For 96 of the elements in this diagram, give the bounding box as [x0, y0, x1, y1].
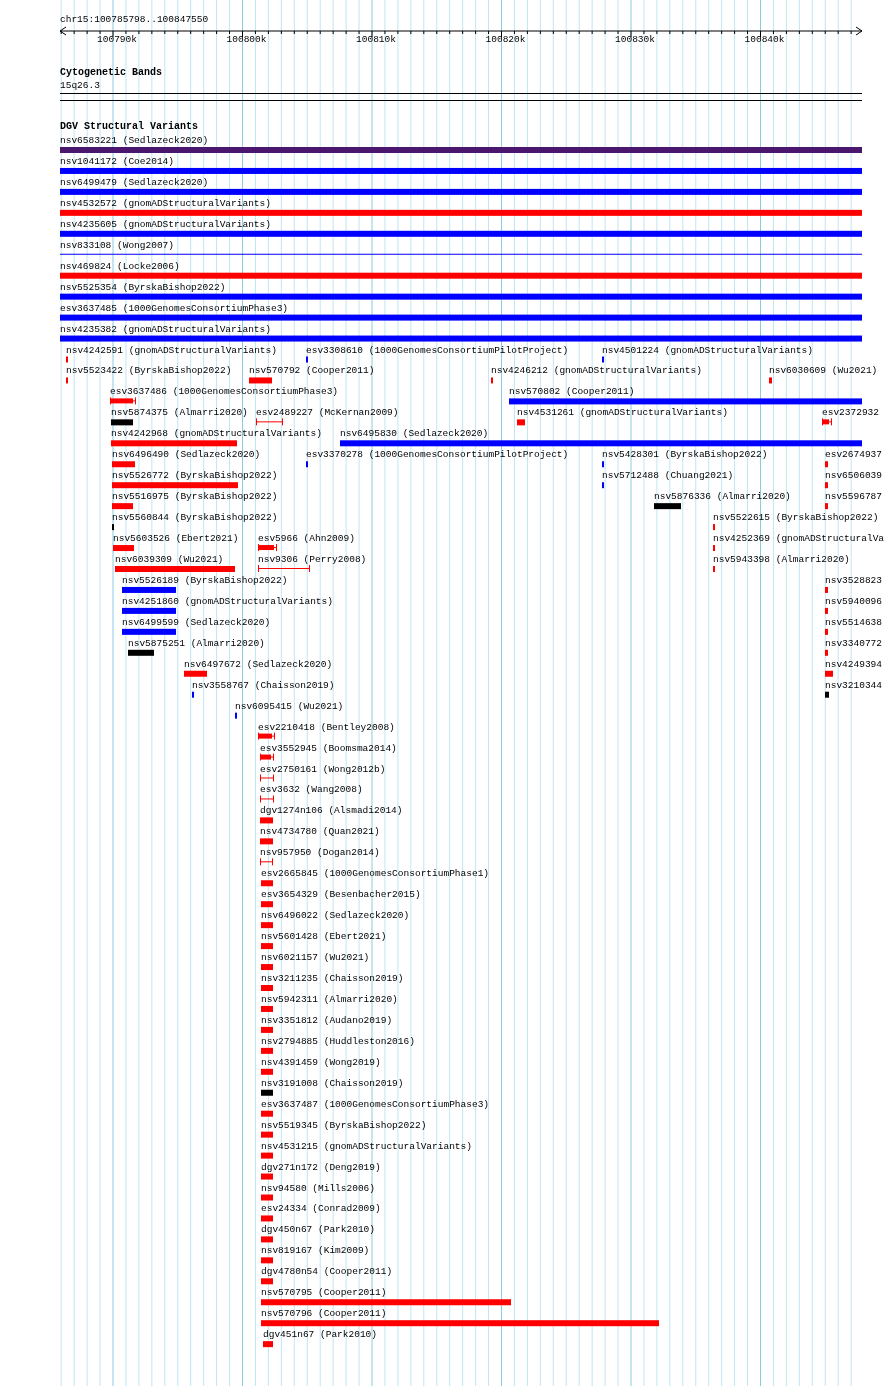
variant-label: nsv6583221 (Sedlazeck2020) [60, 135, 209, 146]
variant-label: nsv5526189 (ByrskaBishop2022) [122, 574, 288, 586]
variant-label: nsv6496490 (Sedlazeck2020) [112, 449, 261, 461]
variant-label: nsv819167 (Kim2009) [261, 1245, 370, 1257]
variant-label: nsv4532572 (gnomADStructuralVariants) [60, 197, 271, 209]
variant-label: nsv5516975 (ByrskaBishop2022) [112, 491, 278, 503]
variant-label: nsv5712488 (Chuang2021) [602, 470, 734, 482]
variant-label: nsv4242968 (gnomADStructuralVariants) [111, 428, 322, 440]
variant-label: nsv5525354 (ByrskaBishop2022) [60, 281, 226, 293]
variant-label: dgv271n172 (Deng2019) [261, 1161, 381, 1173]
variant-label: esv3632 (Wang2008) [260, 784, 363, 796]
variant-label: nsv4501224 (gnomADStructuralVariants) [602, 344, 813, 356]
variant-label: esv2489227 (McKernan2009) [256, 407, 399, 419]
variant-label: nsv5601428 (Ebert2021) [261, 931, 387, 943]
variant-label: nsv5522615 (ByrskaBishop2022) [713, 512, 879, 524]
variant-label: nsv4531215 (gnomADStructuralVariants) [261, 1140, 472, 1152]
tick-label: 100800k [226, 34, 267, 45]
variant-label: nsv5519345 (ByrskaBishop2022) [261, 1119, 427, 1131]
variant-label: nsv957950 (Dogan2014) [260, 847, 380, 859]
variant-label: nsv570792 (Cooper2011) [249, 365, 375, 377]
variant-label: nsv4391459 (Wong2019) [261, 1056, 381, 1068]
variant-label: esv2750161 (Wong2012b) [260, 763, 386, 775]
variant-label: nsv3210344 [825, 679, 882, 691]
tick-label: 100840k [744, 34, 785, 45]
variant-label: nsv5596787 [825, 491, 882, 503]
variant-label: dgv450n67 (Park2010) [261, 1224, 376, 1236]
variant-label: nsv6021157 (Wu2021) [261, 952, 370, 964]
variant-label: nsv4252369 (gnomADStructuralVa [713, 533, 885, 545]
variant-label: nsv5875251 (Almarri2020) [128, 637, 265, 649]
variant-label: nsv4246212 (gnomADStructuralVariants) [491, 365, 702, 377]
variant-label: nsv4734780 (Quan2021) [260, 826, 380, 838]
variant-label: esv3654329 (Besenbacher2015) [261, 889, 421, 901]
variant-label: nsv5526772 (ByrskaBishop2022) [112, 470, 278, 482]
variant-label: nsv6030609 (Wu2021) [769, 365, 878, 377]
variant-label: nsv5523422 (ByrskaBishop2022) [66, 365, 232, 377]
variant-label: nsv6499599 (Sedlazeck2020) [122, 616, 271, 628]
tick-label: 100830k [615, 34, 655, 45]
variant-label: esv3637487 (1000GenomesConsortiumPhase3) [261, 1098, 490, 1110]
tick-label: 100810k [356, 34, 396, 45]
variant-label: nsv5940096 [825, 595, 882, 607]
variant-label: nsv4235382 (gnomADStructuralVariants) [60, 323, 271, 335]
variant-label: nsv5942311 (Almarri2020) [261, 993, 398, 1005]
tick-label: 100790k [97, 34, 137, 45]
variant-label: nsv570796 (Cooper2011) [261, 1308, 387, 1320]
variant-label: nsv3351812 (Audano2019) [261, 1014, 393, 1026]
variant-label: nsv6039309 (Wu2021) [115, 554, 224, 565]
variant-label: nsv5874375 (Almarri2020) [111, 407, 248, 419]
variant-label: nsv9306 (Perry2008) [258, 554, 367, 565]
track-title: Cytogenetic Bands [60, 67, 163, 78]
variant-label: nsv5514638 [825, 616, 882, 628]
variant-label: dgv1274n106 (Alsmadi2014) [260, 805, 403, 817]
variant-label: nsv5876336 (Almarri2020) [654, 491, 791, 503]
variant-label: esv2674937 [825, 449, 882, 461]
variant-label: nsv4235605 (gnomADStructuralVariants) [60, 218, 271, 230]
variant-label: esv2665845 (1000GenomesConsortiumPhase1) [261, 868, 490, 880]
variant-label: nsv5428301 (ByrskaBishop2022) [602, 449, 768, 461]
variant-label: dgv4780n54 (Cooper2011) [261, 1266, 393, 1278]
variant-label: nsv6497672 (Sedlazeck2020) [184, 658, 333, 670]
variant-label: nsv5560844 (ByrskaBishop2022) [112, 512, 278, 524]
track-title: DGV Structural Variants [60, 121, 199, 132]
variant-label: esv2210418 (Bentley2008) [258, 721, 395, 733]
variant-label: nsv4251860 (gnomADStructuralVariants) [122, 595, 333, 607]
variant-label: esv3308610 (1000GenomesConsortiumPilotProject) [306, 344, 569, 356]
variant-label: nsv570802 (Cooper2011) [509, 386, 635, 398]
coordinate-range: chr15:100785798..100847550 [60, 14, 209, 25]
variant-label: nsv570795 (Cooper2011) [261, 1287, 387, 1299]
variant-label: nsv5603526 (Ebert2021) [113, 533, 239, 545]
variant-label: dgv451n67 (Park2010) [263, 1329, 378, 1341]
variant-label: nsv6506039 [825, 470, 882, 482]
variant-label: esv3637486 (1000GenomesConsortiumPhase3) [110, 386, 339, 398]
variant-label: nsv1041172 (Coe2014) [60, 155, 175, 167]
variant-label: nsv4531261 (gnomADStructuralVariants) [517, 407, 728, 419]
variant-label: nsv3558767 (Chaisson2019) [192, 679, 335, 691]
variant-label: esv24334 (Conrad2009) [261, 1203, 381, 1215]
variant-label: nsv4249394 [825, 658, 882, 670]
variant-label: nsv94580 (Mills2006) [261, 1182, 376, 1194]
variant-label: nsv3528823 [825, 574, 882, 586]
variant-label: nsv469824 (Locke2006) [60, 260, 180, 272]
variant-label: nsv5943398 (Almarri2020) [713, 554, 850, 565]
variant-label: esv3370278 (1000GenomesConsortiumPilotProject) [306, 449, 569, 461]
band-label: 15q26.3 [60, 80, 100, 91]
variant-label: nsv3340772 [825, 637, 882, 649]
variant-label: nsv6496022 (Sedlazeck2020) [261, 910, 410, 922]
variant-label: nsv3191008 (Chaisson2019) [261, 1077, 404, 1089]
variant-label: nsv6095415 (Wu2021) [235, 700, 344, 712]
variant-label: nsv2794885 (Huddleston2016) [261, 1035, 415, 1047]
variant-label: nsv4242591 (gnomADStructuralVariants) [66, 344, 277, 356]
variant-label: esv3637485 (1000GenomesConsortiumPhase3) [60, 302, 289, 314]
variant-label: nsv6499479 (Sedlazeck2020) [60, 176, 209, 188]
tick-label: 100820k [485, 34, 526, 45]
variant-label: nsv833108 (Wong2007) [60, 239, 175, 251]
variant-label: esv5966 (Ahn2009) [258, 533, 355, 545]
variant-label: nsv6495830 (Sedlazeck2020) [340, 428, 489, 440]
variant-label: esv3552945 (Boomsma2014) [260, 742, 397, 754]
variant-label: esv2372932 [822, 407, 879, 419]
variant-label: nsv3211235 (Chaisson2019) [261, 973, 404, 984]
